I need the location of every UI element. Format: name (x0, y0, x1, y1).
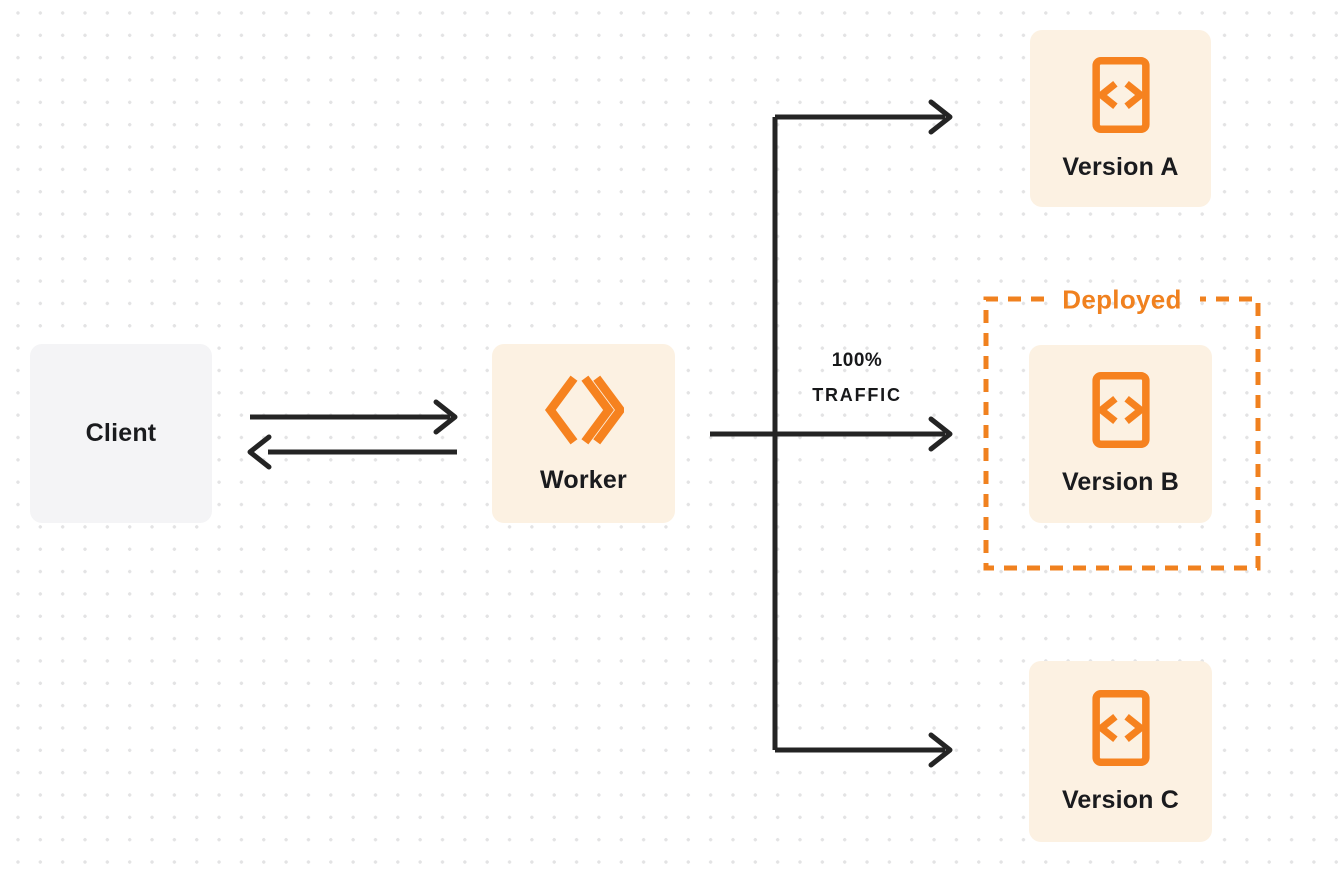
arrow-to-version-c-head (928, 732, 953, 768)
traffic-annotation: 100% TRAFFIC (787, 350, 927, 406)
deployed-label: Deployed (1062, 284, 1182, 315)
client-node-label: Client (85, 419, 157, 447)
arrow-worker-to-version-b-head (928, 416, 953, 452)
version-c-node: Version C (1029, 661, 1212, 842)
version-a-node-label: Version A (1062, 152, 1179, 181)
version-c-node-label: Version C (1061, 785, 1180, 814)
code-file-icon (1091, 371, 1151, 449)
version-a-node: Version A (1030, 30, 1211, 207)
code-file-icon (1091, 689, 1151, 767)
workers-logo-icon (544, 373, 626, 447)
version-b-node-label: Version B (1061, 468, 1180, 496)
traffic-percent-label: 100% (831, 350, 883, 371)
arrow-client-to-worker-head (433, 399, 458, 435)
worker-node: Worker (492, 344, 675, 523)
code-file-icon (1091, 56, 1151, 134)
worker-node-label: Worker (540, 465, 627, 494)
arrow-worker-to-client-head (247, 434, 272, 470)
client-node: Client (30, 344, 212, 523)
traffic-word-label: TRAFFIC (812, 385, 902, 405)
version-b-node: Version B (1029, 345, 1212, 523)
arrow-to-version-a-head (928, 99, 953, 135)
